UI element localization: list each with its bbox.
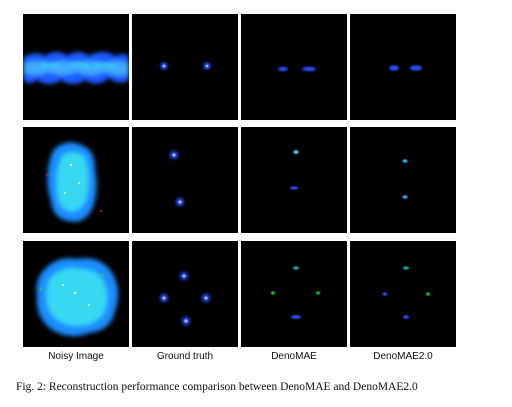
constellation-point — [302, 66, 316, 72]
row3-denomae — [241, 241, 347, 347]
column-label-denomae: DenoMAE — [271, 351, 317, 362]
constellation-point — [403, 315, 409, 319]
constellation-point — [410, 65, 422, 71]
constellation-point — [293, 266, 299, 270]
constellation-point — [402, 159, 408, 163]
constellation-point — [402, 195, 408, 199]
column-label-denomae2: DenoMAE2.0 — [373, 351, 433, 362]
row2-ground-truth — [132, 127, 238, 233]
figure-caption: Fig. 2: Reconstruction performance compa… — [16, 381, 418, 393]
row2-denomae — [241, 127, 347, 233]
constellation-point — [293, 150, 299, 154]
row2-denomae2 — [350, 127, 456, 233]
constellation-point — [290, 186, 298, 190]
row1-noisy-image — [23, 14, 129, 120]
constellation-point — [403, 266, 409, 270]
row1-denomae2 — [350, 14, 456, 120]
constellation-point — [389, 65, 399, 71]
column-label-ground-truth: Ground truth — [156, 351, 214, 362]
constellation-point — [426, 292, 430, 296]
constellation-point — [382, 292, 388, 296]
row3-ground-truth — [132, 241, 238, 347]
column-label-noisy-image: Noisy Image — [48, 351, 104, 362]
constellation-point — [316, 291, 320, 295]
row3-denomae2 — [350, 241, 456, 347]
constellation-point — [278, 66, 288, 72]
row1-denomae — [241, 14, 347, 120]
constellation-point — [271, 291, 275, 295]
constellation-point — [291, 315, 301, 319]
row1-ground-truth — [132, 14, 238, 120]
row2-noisy-image — [23, 127, 129, 233]
row3-noisy-image — [23, 241, 129, 347]
